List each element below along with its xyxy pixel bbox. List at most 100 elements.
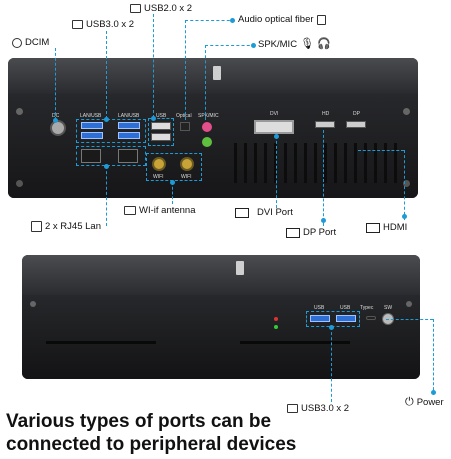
panel-label-lan-usb-1: LAN/USB xyxy=(80,113,102,119)
status-led-red xyxy=(274,317,278,321)
front-usb3-port-1 xyxy=(310,315,330,322)
panel-label-front-usb-1: USB xyxy=(314,305,325,311)
panel-label-typec: Typec xyxy=(360,305,374,311)
callout-usb2-text: USB2.0 x 2 xyxy=(144,3,193,14)
leader-wifi xyxy=(172,182,173,204)
leader-dot xyxy=(151,116,156,121)
device-lid xyxy=(22,255,420,295)
audio-jack-green xyxy=(201,136,213,148)
callout-usb3-front-text: USB3.0 x 2 xyxy=(301,403,350,414)
leader-usb3-front xyxy=(331,327,332,402)
callout-power-text: Power xyxy=(416,397,444,408)
panel-label-optical: Optical xyxy=(176,113,192,119)
leader-dot xyxy=(104,117,109,122)
leader-rj45 xyxy=(106,166,107,226)
leader-dot xyxy=(329,325,334,330)
screw xyxy=(403,180,410,187)
optical-port xyxy=(180,122,190,131)
screw xyxy=(16,108,23,115)
leader-power-h xyxy=(386,319,433,320)
screw xyxy=(16,180,23,187)
rj45-port-1 xyxy=(81,149,101,163)
typec-port xyxy=(366,316,376,320)
vent-grille xyxy=(230,143,402,183)
callout-audio-optical: Audio optical fiber xyxy=(238,14,326,25)
leader-power xyxy=(433,319,434,395)
power-plug-icon xyxy=(12,37,22,48)
leader-hdmi xyxy=(404,150,405,220)
screw xyxy=(403,108,410,115)
callout-spk-mic: SPK/MIC 🎙 🎧 xyxy=(258,38,331,51)
rear-panel-device: DC LAN/USB LAN/USB USB Optical SPK/MIC W… xyxy=(8,58,418,198)
leader-usb3-top xyxy=(106,31,107,119)
rj45-port-2 xyxy=(118,149,138,163)
usb3-port-1 xyxy=(81,122,103,129)
callout-hdmi-text: HDMI xyxy=(383,222,408,233)
callout-dvi-text: DVI Port xyxy=(257,207,293,218)
callout-spk-mic-text: SPK/MIC xyxy=(258,39,298,50)
front-usb3-port-2 xyxy=(336,315,356,322)
lid-latch xyxy=(213,66,221,80)
front-panel-device: USB USB Typec SW xyxy=(22,255,420,379)
leader-usb2 xyxy=(153,14,154,118)
front-slot xyxy=(46,341,156,344)
leader-dot xyxy=(170,180,175,185)
monitor-icon xyxy=(235,208,249,218)
usb3-highlight xyxy=(76,119,146,143)
callout-wifi-text: WI-if antenna xyxy=(139,205,196,216)
usb2-highlight xyxy=(148,118,174,146)
dc-jack xyxy=(50,120,66,136)
leader-dot xyxy=(402,214,407,219)
usb-icon xyxy=(72,20,83,29)
device-front-face xyxy=(22,295,420,379)
callout-rj45: 2 x RJ45 Lan xyxy=(31,221,101,232)
wifi-connector-1 xyxy=(152,157,166,171)
panel-label-front-usb-2: USB xyxy=(340,305,351,311)
rj45-highlight xyxy=(76,146,146,166)
audio-jack-pink xyxy=(201,121,213,133)
usb2-port-1 xyxy=(151,122,171,130)
usb3-port-3 xyxy=(118,122,140,129)
callout-hdmi: HDMI xyxy=(366,222,407,233)
callout-usb3-front: USB3.0 x 2 xyxy=(287,403,349,414)
callout-usb2: USB2.0 x 2 xyxy=(130,3,192,14)
leader-spk-mic-v xyxy=(205,45,206,120)
dp-port xyxy=(346,121,366,128)
callout-usb3-top-text: USB3.0 x 2 xyxy=(86,19,135,30)
callout-usb3-top: USB3.0 x 2 xyxy=(72,19,134,30)
monitor-icon xyxy=(286,227,300,238)
callout-power: ⏻ Power xyxy=(405,396,444,409)
leader-hdmi-h xyxy=(358,150,404,151)
panel-label-dvi: DVI xyxy=(270,111,279,117)
leader-dp xyxy=(323,130,324,226)
status-led-green xyxy=(274,325,278,329)
panel-label-wifi-2: WIFI xyxy=(181,174,192,180)
callout-wifi: WI-if antenna xyxy=(124,205,196,216)
leader-audio-optical-v xyxy=(185,20,186,120)
headline-line-2: connected to peripheral devices xyxy=(6,434,297,455)
leader-audio-optical xyxy=(185,20,235,21)
headline-line-1: Various types of ports can be xyxy=(6,411,272,432)
usb-icon xyxy=(130,4,141,13)
panel-label-lan-usb-2: LAN/USB xyxy=(118,113,140,119)
speaker-icon xyxy=(316,14,326,25)
headphones-icon: 🎧 xyxy=(317,38,331,50)
leader-dot xyxy=(431,390,436,395)
lid-latch xyxy=(236,261,244,275)
wifi-connector-2 xyxy=(180,157,194,171)
callout-dcim: DCIM xyxy=(12,37,49,48)
hdmi-port xyxy=(315,121,335,128)
screw xyxy=(406,301,412,307)
router-icon xyxy=(124,206,136,215)
monitor-icon xyxy=(366,222,380,233)
panel-label-usb: USB xyxy=(156,113,167,119)
usb-icon xyxy=(287,404,298,413)
power-icon: ⏻ xyxy=(405,396,414,408)
leader-dcim xyxy=(55,48,56,120)
usb3-port-4 xyxy=(118,132,140,139)
callout-dp: DP Port xyxy=(286,227,336,238)
leader-spk-mic xyxy=(205,45,255,46)
leader-dot xyxy=(274,134,279,139)
screw xyxy=(30,301,36,307)
leader-dot xyxy=(321,218,326,223)
